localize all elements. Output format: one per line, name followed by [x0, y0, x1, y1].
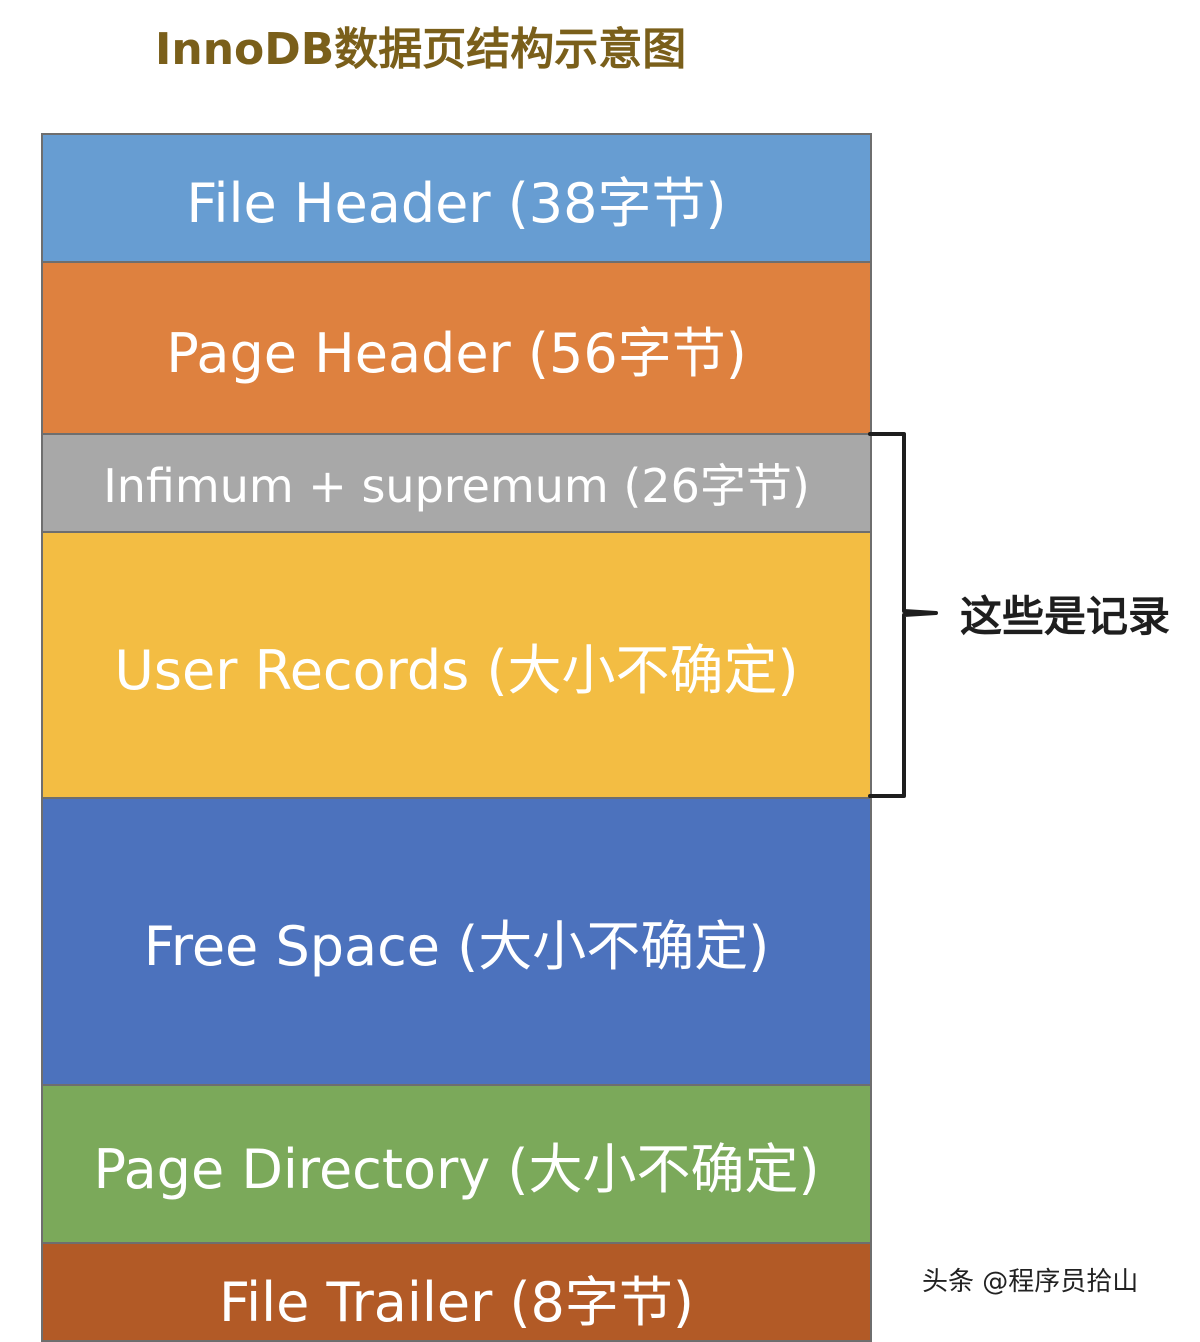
user-records-label: User Records (大小不确定) [114, 638, 799, 702]
user-records-block: User Records (大小不确定) [41, 531, 872, 799]
file-trailer-block: File Trailer (8字节) [41, 1242, 872, 1342]
diagram-title: InnoDB数据页结构示意图 [155, 24, 687, 75]
file-header-label: File Header (38字节) [186, 171, 727, 235]
watermark: 头条 @程序员拾山 [922, 1267, 1139, 1297]
free-space-label: Free Space (大小不确定) [143, 915, 770, 978]
page-structure-stack: File Header (38字节) Page Header (56字节) In… [41, 133, 872, 1342]
free-space-block: Free Space (大小不确定) [41, 797, 872, 1086]
infimum-supremum-block: Infimum + supremum (26字节) [41, 433, 872, 533]
page-header-label: Page Header (56字节) [166, 321, 747, 385]
file-trailer-label: File Trailer (8字节) [219, 1271, 694, 1334]
file-header-block: File Header (38字节) [41, 133, 872, 263]
page-directory-block: Page Directory (大小不确定) [41, 1084, 872, 1244]
page-directory-label: Page Directory (大小不确定) [93, 1137, 820, 1201]
page-header-block: Page Header (56字节) [41, 261, 872, 435]
records-brace-icon [868, 432, 938, 798]
infimum-supremum-label: Infimum + supremum (26字节) [103, 459, 810, 513]
records-brace-label: 这些是记录 [960, 592, 1171, 641]
